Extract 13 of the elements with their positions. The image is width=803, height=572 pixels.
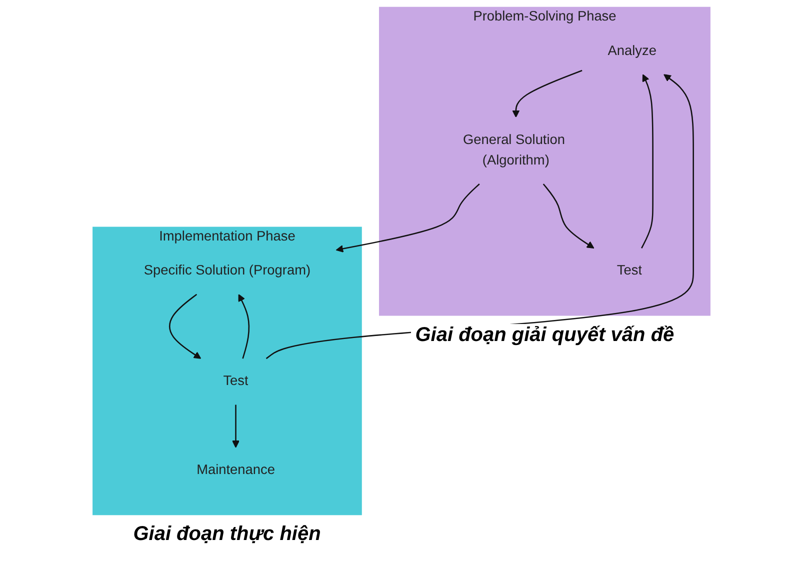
arrow — [336, 184, 480, 252]
node-text: Test — [223, 374, 248, 389]
arrow — [542, 184, 594, 248]
node-text: Test — [616, 264, 642, 278]
node-text: Specific Solution (Program) — [144, 264, 311, 278]
node-text: Analyze — [608, 44, 656, 58]
arrow — [512, 70, 582, 118]
arrow — [232, 404, 240, 448]
node-text: Maintenance — [196, 462, 275, 478]
arrow — [169, 294, 202, 359]
arrow — [641, 74, 654, 248]
node-text: General Solution (Algorithm) — [463, 132, 566, 168]
arrow — [238, 294, 250, 359]
